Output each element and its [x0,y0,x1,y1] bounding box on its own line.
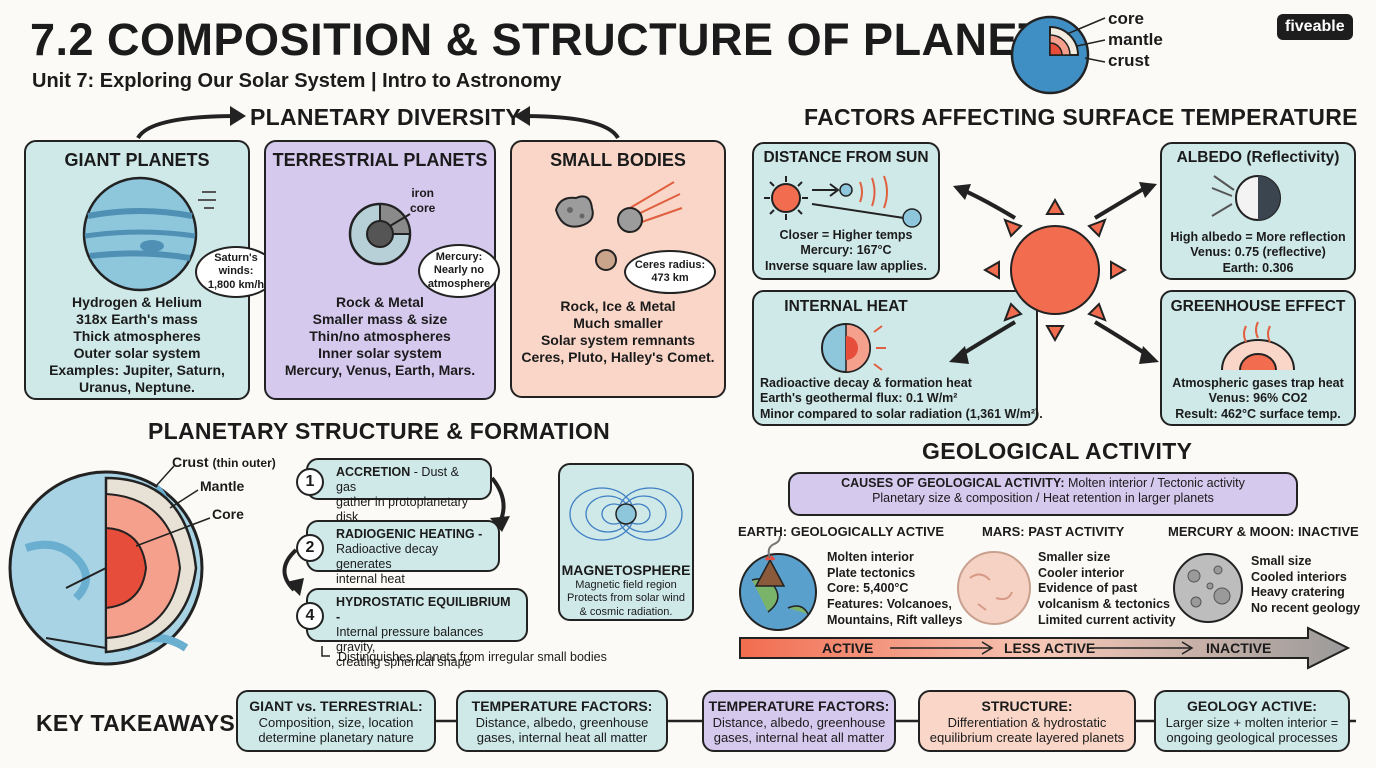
scale-active: ACTIVE [822,640,874,656]
step-number-2: 2 [296,534,324,562]
crust-label: Crust (thin outer) [172,454,276,470]
earth-geology-title: EARTH: GEOLOGICALLY ACTIVE [738,524,945,539]
volcanic-earth-icon [739,535,817,631]
page-subtitle: Unit 7: Exploring Our Solar System | Int… [32,70,562,92]
diversity-arrows [136,106,620,140]
internal-heat-icon [821,323,886,373]
internal-heat-card [752,290,1038,426]
step-accretion: ACCRETION - Dust & gas gather in protopl… [306,458,492,524]
page-title: 7.2 COMPOSITION & STRUCTURE OF PLANETS [30,14,1077,65]
greenhouse-title: GREENHOUSE EFFECT [1170,298,1346,315]
layers-legend-icon [1010,15,1106,95]
step-number-1: 1 [296,468,324,496]
takeaways-title: KEY TAKEAWAYS [36,710,236,736]
internal-heat-title: INTERNAL HEAT [784,298,908,315]
legend-mantle: mantle [1108,30,1163,49]
geology-causes-text: CAUSES OF GEOLOGICAL ACTIVITY: Molten in… [841,476,1245,506]
albedo-moon-icon [1211,175,1281,221]
central-sun-icon [949,182,1159,364]
structure-title: PLANETARY STRUCTURE & FORMATION [148,418,611,444]
brand-logo: fiveable [1277,14,1353,40]
equilibrium-footnote: Distinguishes planets from irregular sma… [338,650,607,664]
legend-core: core [1108,9,1144,28]
cratered-moon-icon [1173,553,1243,623]
magnetosphere-card [558,463,694,621]
rocky-planet-icon [348,202,412,266]
scale-inactive: INACTIVE [1206,640,1272,656]
terrestrial-planets-title: TERRESTRIAL PLANETS [272,150,488,170]
activity-scale-arrow [739,626,1351,670]
scale-less-active: LESS ACTIVE [1004,640,1096,656]
step-radiogenic: RADIOGENIC HEATING - Radioactive decay g… [306,520,500,586]
small-bodies-title: SMALL BODIES [550,150,686,170]
magnetic-field-icon [569,487,683,541]
planet-cutaway-icon [8,465,211,666]
mars-geology-title: MARS: PAST ACTIVITY [982,524,1125,539]
step-number-4: 4 [296,602,324,630]
scale-ticks [890,641,1194,655]
distance-sun-icon [764,175,922,228]
formation-flow-arrows [282,476,510,657]
mars-icon [957,551,1031,625]
ceres-radius-bubble: Ceres radius:473 km [624,250,716,294]
geology-title: GEOLOGICAL ACTIVITY [922,438,1193,464]
diversity-title: PLANETARY DIVERSITY [250,104,522,130]
mantle-label: Mantle [200,478,245,494]
takeaway-geology: GEOLOGY ACTIVE:Larger size + molten inte… [1154,690,1350,752]
magnetosphere-text: MAGNETOSPHERE Magnetic field region Prot… [561,562,691,618]
greenhouse-icon [1221,321,1295,371]
temperature-title: FACTORS AFFECTING SURFACE TEMPERATURE [804,104,1358,130]
distance-title: DISTANCE FROM SUN [763,149,929,166]
gas-giant-icon [82,176,216,292]
giant-planets-title: GIANT PLANETS [64,150,210,170]
step-hydrostatic: HYDROSTATIC EQUILIBRIUM - Internal press… [306,588,528,669]
asteroid-comet-icon [554,181,683,271]
takeaway-temperature-2: TEMPERATURE FACTORS:Distance, albedo, gr… [702,690,896,752]
legend-crust: crust [1108,51,1150,70]
takeaway-giant-vs-terrestrial: GIANT vs. TERRESTRIAL:Composition, size,… [236,690,436,752]
takeaway-temperature-1: TEMPERATURE FACTORS:Distance, albedo, gr… [456,690,668,752]
albedo-title: ALBEDO (Reflectivity) [1176,149,1340,166]
geology-causes-box [788,472,1298,516]
core-label: Core [212,506,244,522]
mercury-geology-title: MERCURY & MOON: INACTIVE [1168,524,1359,539]
